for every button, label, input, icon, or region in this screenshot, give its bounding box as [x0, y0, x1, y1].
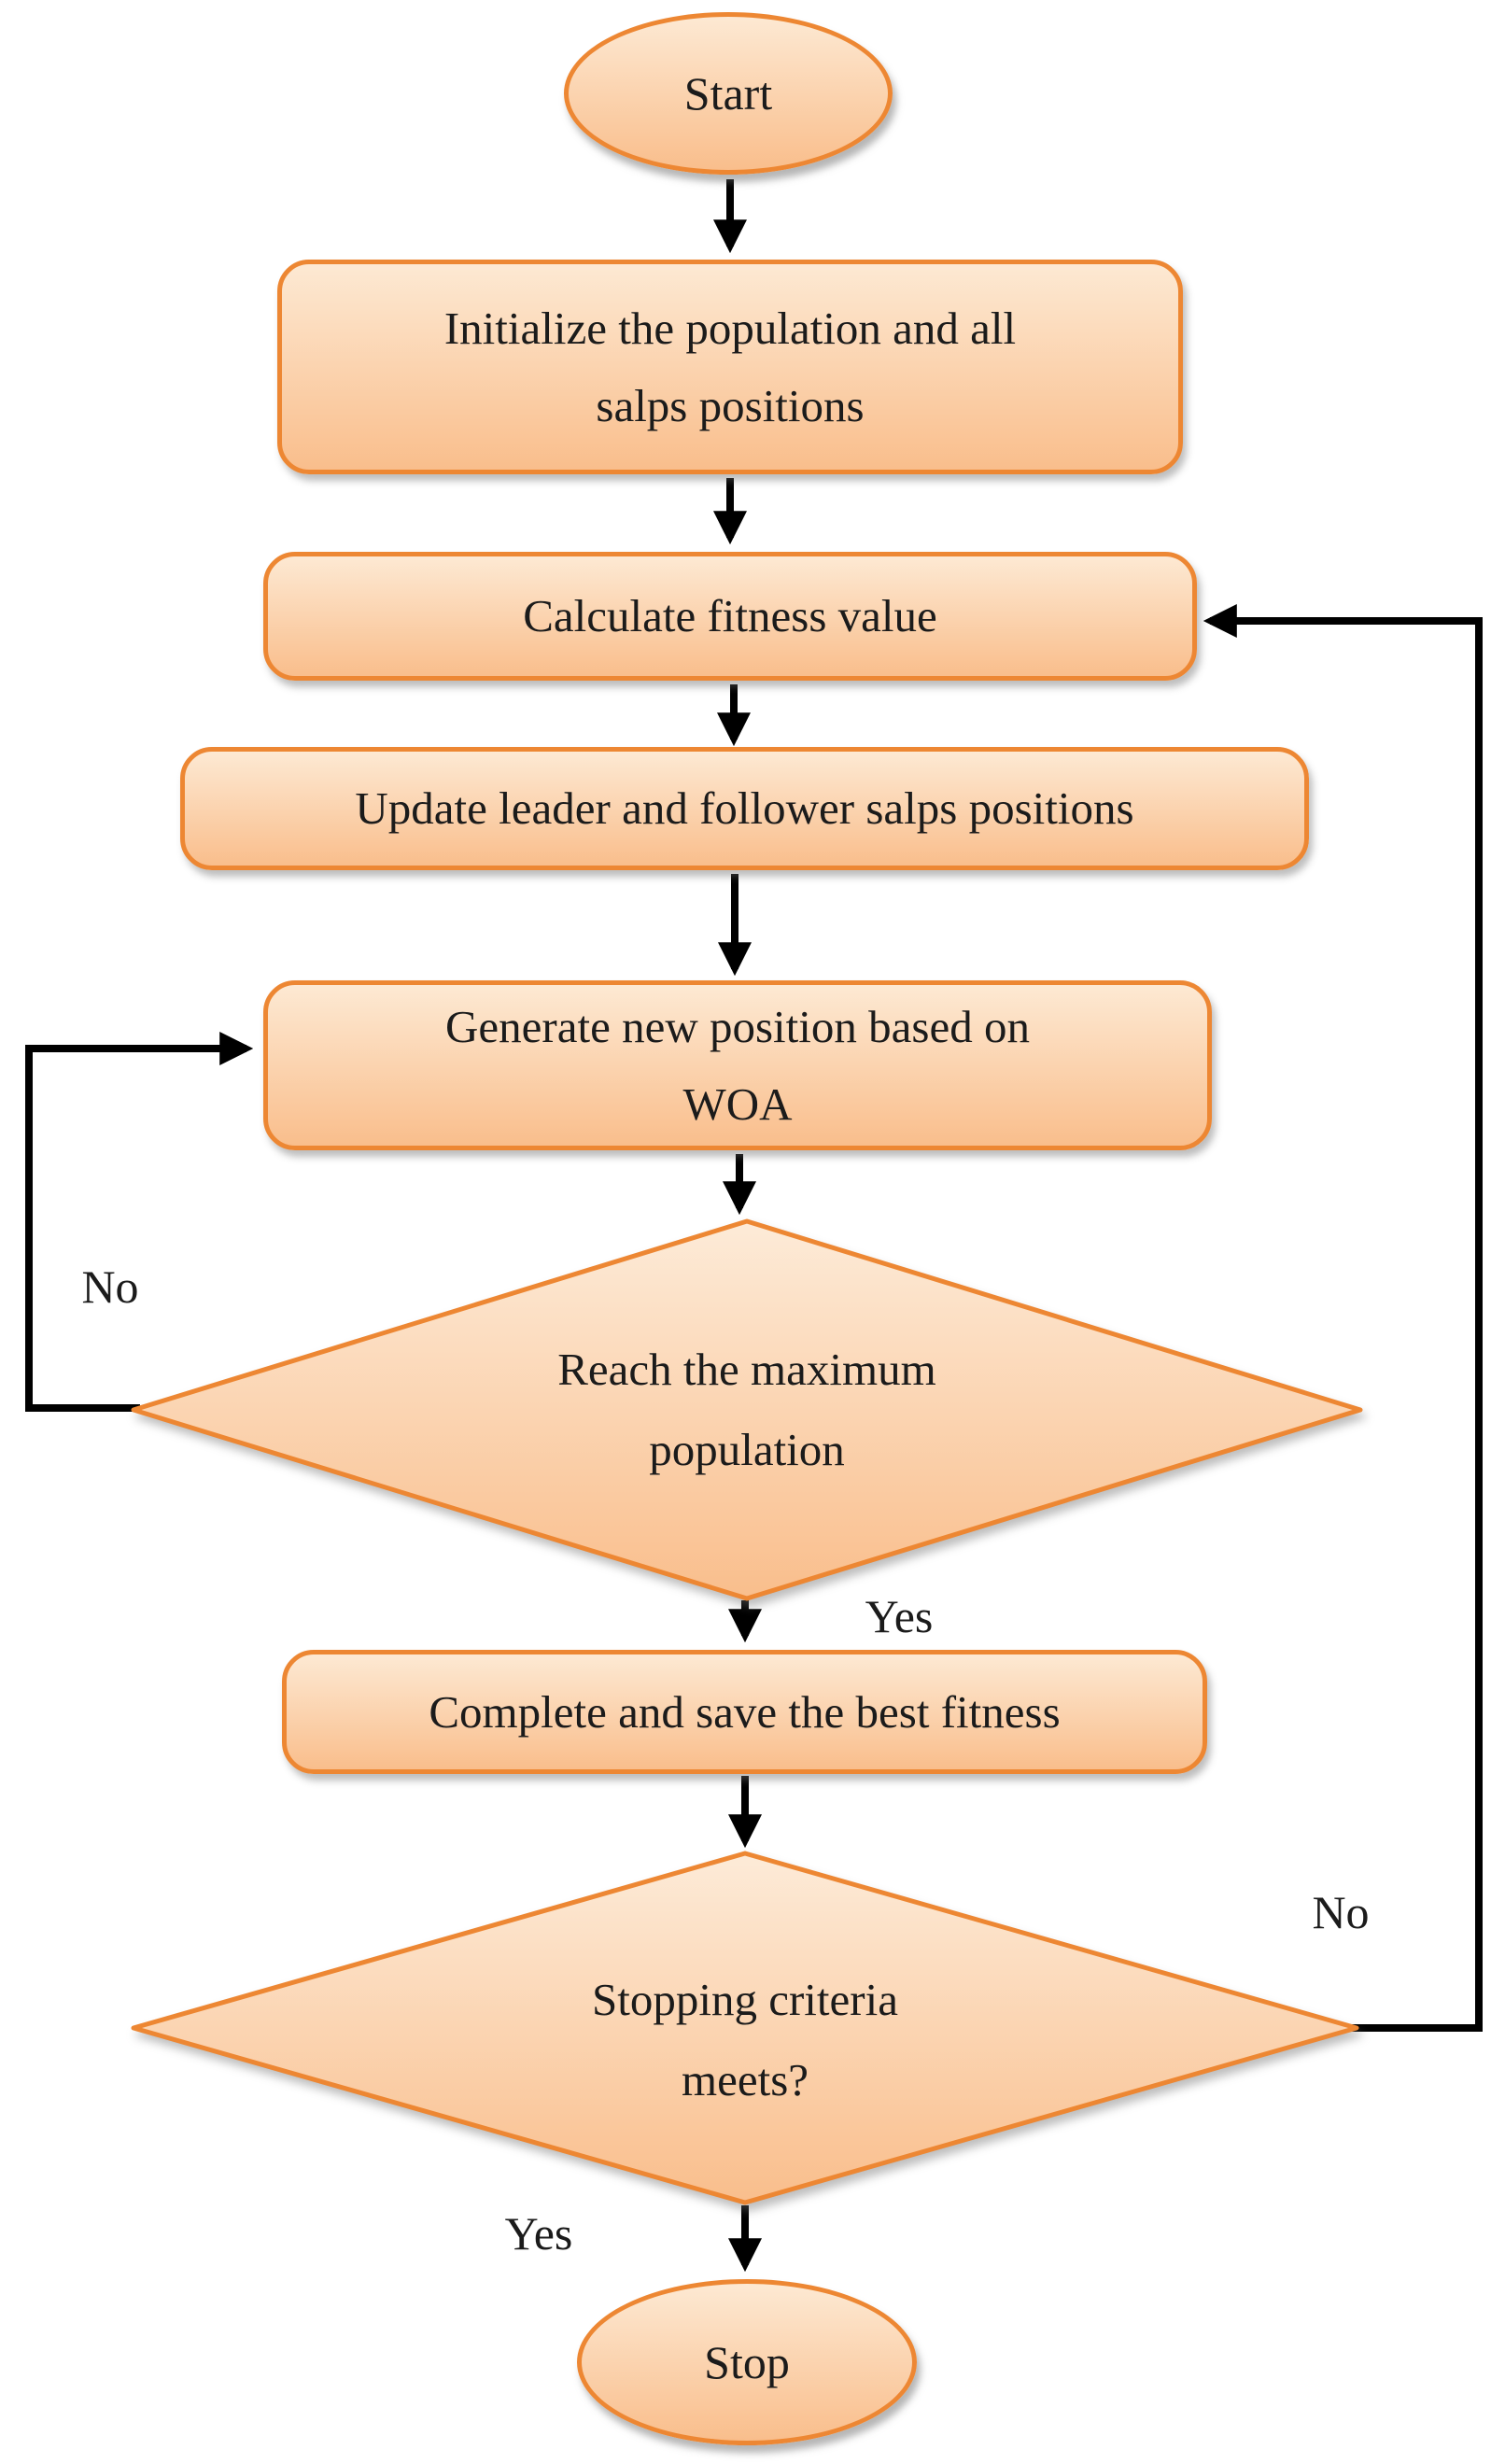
node-initialize-line2: salps positions: [596, 380, 865, 431]
diamond-reach-maximum-shape: [131, 1218, 1363, 1601]
node-update-salps-label: Update leader and follower salps positio…: [355, 782, 1134, 835]
arrow-reach-max-no-loop: [25, 1032, 254, 1412]
node-stop-label: Stop: [704, 2335, 790, 2388]
node-complete-save: Complete and save the best fitness: [282, 1650, 1207, 1774]
diamond-stopping-criteria-label: Stopping criteria meets?: [278, 1951, 1212, 2129]
diamond-stopping-criteria-line1: Stopping criteria: [592, 1974, 898, 2026]
node-generate-woa-line1: Generate new position based on: [445, 1000, 1030, 1052]
node-start: Start: [564, 12, 893, 175]
diamond-reach-maximum-line2: population: [649, 1424, 845, 1475]
edge-label-no-right: No: [1312, 1886, 1370, 1938]
node-generate-woa-line2: WOA: [682, 1078, 793, 1130]
diamond-reach-maximum-label: Reach the maximum population: [280, 1307, 1214, 1513]
node-stop: Stop: [577, 2279, 917, 2445]
node-start-label: Start: [683, 66, 773, 120]
node-calculate-fitness-label: Calculate fitness value: [523, 590, 937, 642]
diamond-stopping-criteria-shape: [131, 1851, 1359, 2205]
diamond-stopping-criteria-line2: meets?: [681, 2054, 809, 2105]
diamond-reach-maximum-line1: Reach the maximum: [557, 1344, 936, 1396]
node-initialize: Initialize the population and all salps …: [277, 260, 1183, 474]
node-update-salps: Update leader and follower salps positio…: [180, 747, 1309, 870]
edge-label-yes-bottom: Yes: [504, 2207, 573, 2260]
node-complete-save-label: Complete and save the best fitness: [429, 1685, 1061, 1738]
edge-label-no-left: No: [81, 1260, 139, 1313]
arrow-stopping-no-loop: [1203, 604, 1483, 2032]
node-initialize-line1: Initialize the population and all: [443, 302, 1017, 354]
edge-label-yes-mid: Yes: [865, 1590, 934, 1642]
node-calculate-fitness: Calculate fitness value: [263, 552, 1197, 681]
node-generate-woa: Generate new position based on WOA: [263, 980, 1212, 1150]
